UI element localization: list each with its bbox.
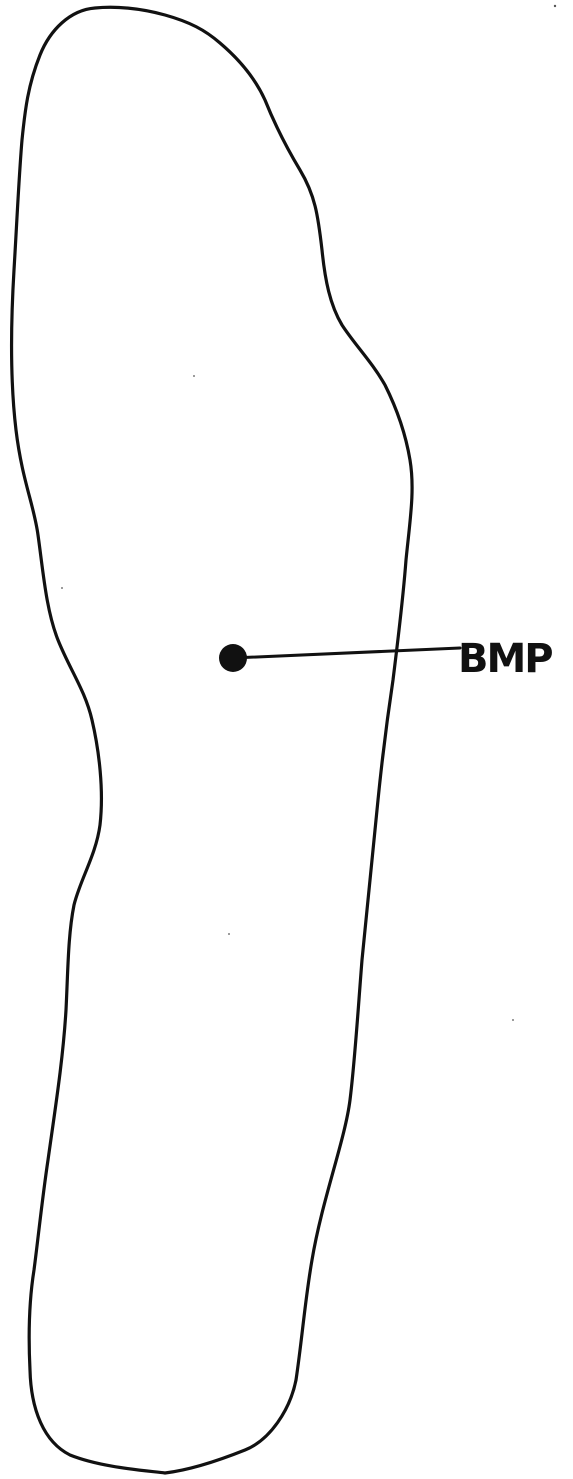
speck-mark	[61, 587, 63, 589]
bmp-label: BMP	[458, 636, 552, 682]
leader-line	[233, 648, 460, 658]
speck-mark	[193, 375, 195, 377]
speck-mark	[512, 1019, 514, 1021]
speck-mark	[228, 933, 230, 935]
speck-mark	[554, 5, 556, 7]
bmp-point-marker	[219, 644, 247, 672]
shape-outline	[12, 7, 412, 1473]
